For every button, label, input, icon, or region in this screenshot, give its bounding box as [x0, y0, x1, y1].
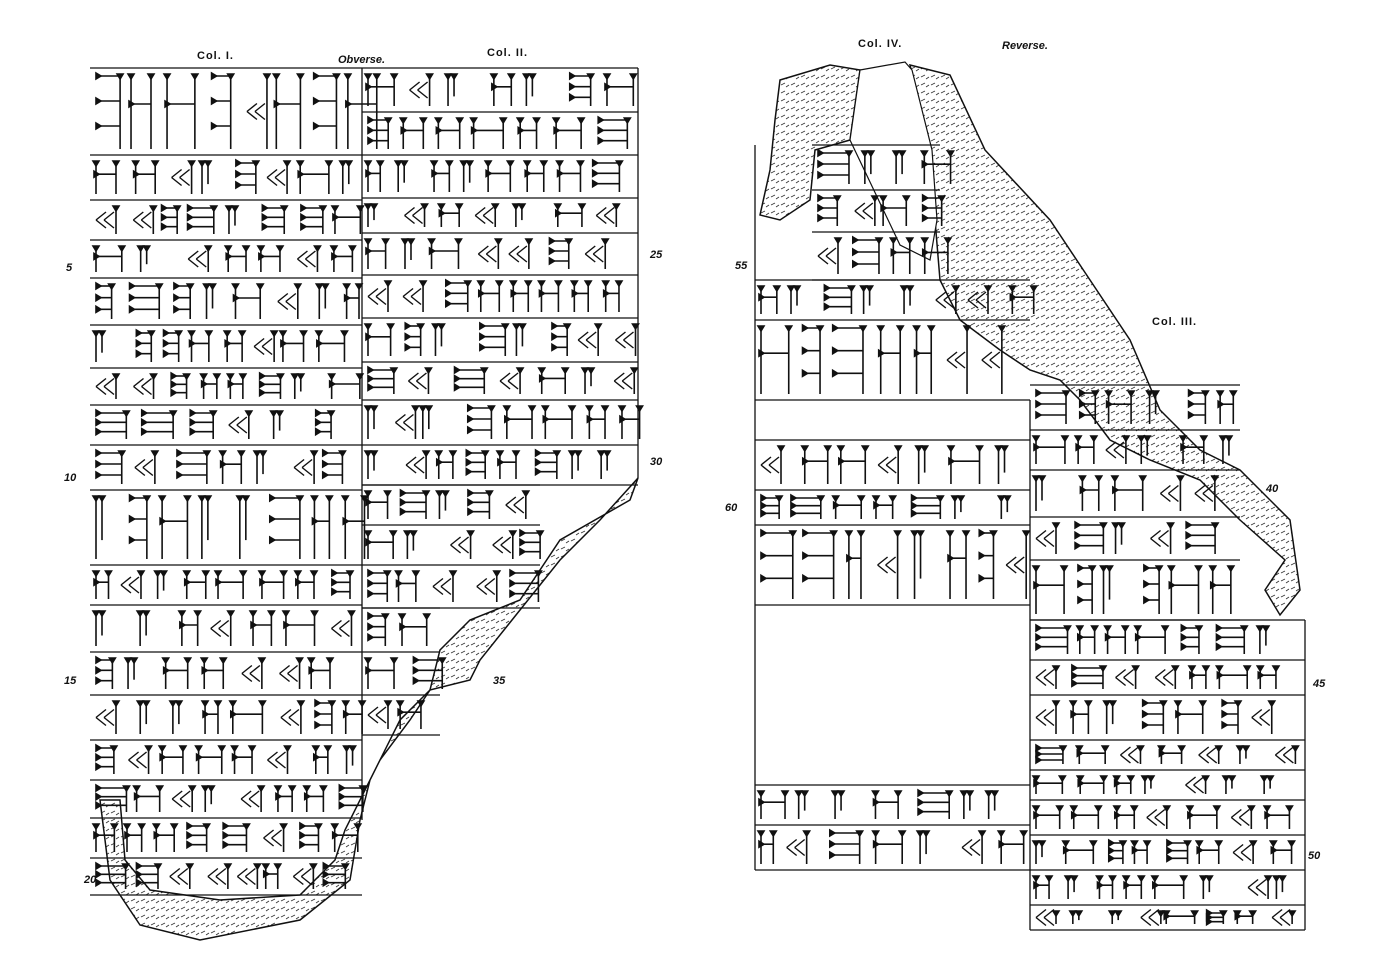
line-number: 5 — [66, 262, 73, 274]
damaged-areas — [99, 61, 1301, 941]
line-number: 30 — [650, 456, 663, 468]
line-number: 60 — [725, 502, 738, 514]
line-number: 15 — [64, 675, 77, 687]
col-iii-label: Col. III. — [1152, 316, 1198, 328]
line-number: 55 — [735, 260, 748, 272]
line-number: 50 — [1308, 850, 1321, 862]
col-ii-label: Col. II. — [487, 47, 528, 59]
line-number: 20 — [84, 874, 97, 886]
line-number: 45 — [1313, 678, 1326, 690]
cuneiform-signs — [91, 71, 1300, 927]
col-i-label: Col. I. — [197, 50, 234, 62]
line-number: 10 — [64, 472, 77, 484]
line-number: 35 — [493, 675, 506, 687]
reverse-title: Reverse. — [1002, 40, 1048, 52]
col-iv-label: Col. IV. — [858, 38, 903, 50]
obverse-title: Obverse. — [338, 54, 386, 66]
line-number: 25 — [650, 249, 663, 261]
line-number: 40 — [1266, 483, 1279, 495]
ruling-lines — [90, 67, 1306, 931]
